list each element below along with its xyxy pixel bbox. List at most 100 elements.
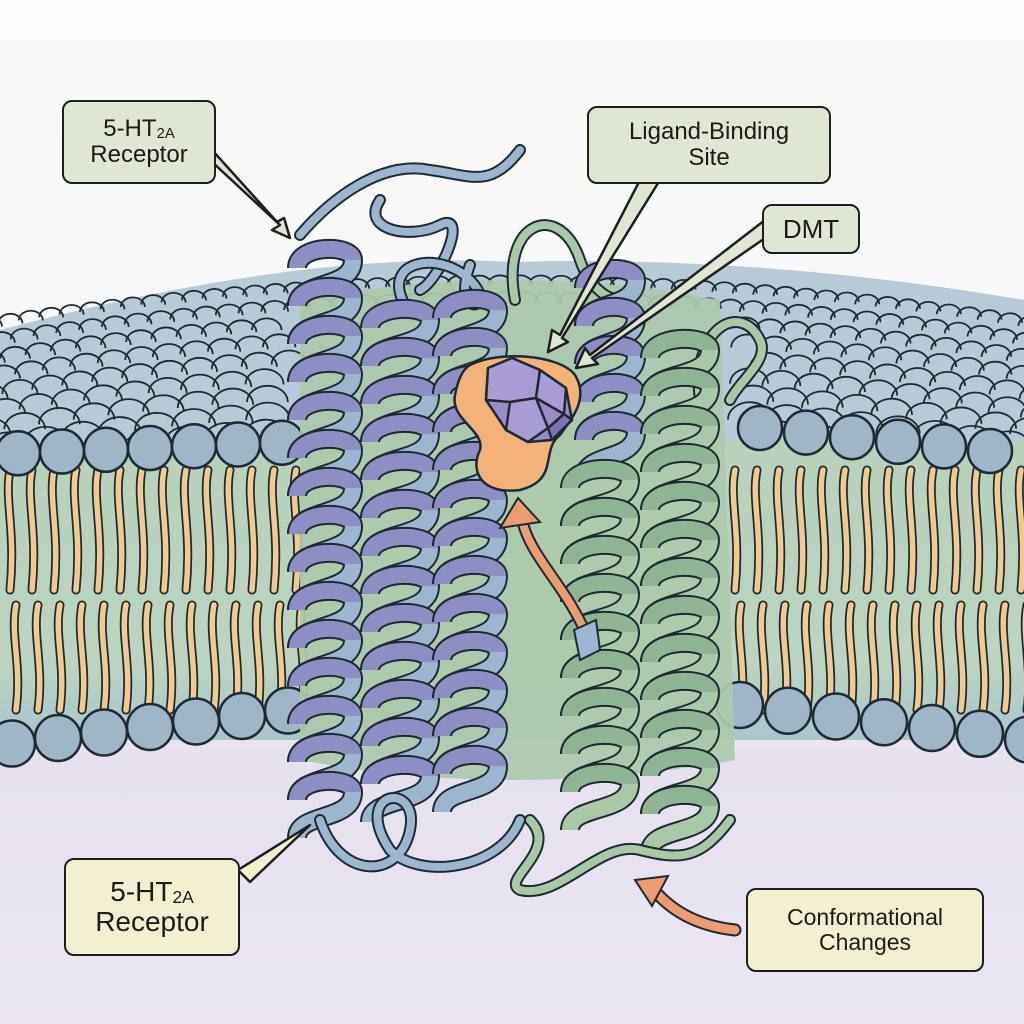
lipid-head-arc <box>134 411 180 431</box>
lipid-head <box>217 691 267 741</box>
lipid-head <box>782 409 830 456</box>
lipid-tail-fill <box>209 602 219 713</box>
helix-back <box>362 680 438 710</box>
lipid-tail-fill <box>159 467 169 593</box>
lipid-head-arc <box>151 359 189 375</box>
lipid-tail-fill <box>862 467 872 593</box>
lipid-head-arc <box>208 404 254 424</box>
lipid-head-arc <box>140 294 167 305</box>
lipid-head-arc <box>125 329 157 343</box>
helix-back <box>642 444 718 474</box>
label-line-1: Conformational <box>787 904 943 931</box>
lipid-tail-fill <box>890 602 900 713</box>
lipid-tails <box>3 465 1024 715</box>
lipid-head-arc <box>79 301 105 313</box>
lipid-tail-fill <box>868 602 878 713</box>
helix-back <box>434 670 506 700</box>
lipid-head-arc <box>987 396 1024 413</box>
lipid-head-arc <box>121 363 159 379</box>
lipid-head-arc <box>171 408 217 427</box>
lipid-head-arc <box>364 277 391 288</box>
lipid-head-arc <box>0 352 6 363</box>
upper-leaflet-heads <box>0 404 1014 477</box>
helix-back <box>642 596 718 626</box>
conformational-arrow-icon <box>633 874 742 937</box>
lipid-head-arc <box>0 345 31 359</box>
lipid-head-arc <box>146 310 176 322</box>
helix-back <box>642 672 718 702</box>
helix-back <box>642 558 718 588</box>
label-line-2: Receptor <box>95 906 209 937</box>
lipid-head <box>874 418 922 466</box>
helix-back <box>434 290 506 320</box>
lipid-head-arc <box>38 306 65 318</box>
helix-back <box>289 316 361 346</box>
helix-back <box>562 460 638 490</box>
lipid-head-arc <box>192 305 221 318</box>
lipid-tail-fill <box>752 467 762 593</box>
lipid-tail-fill <box>912 602 922 713</box>
callout-pointers <box>208 148 770 884</box>
helix-back <box>642 634 718 664</box>
lipid-head-arc <box>237 301 267 314</box>
lipid-tail-fill <box>181 467 191 593</box>
helix-back <box>642 406 718 436</box>
lipid-head <box>125 702 175 752</box>
lipid-head-arc <box>200 321 233 335</box>
helix-back <box>434 518 506 548</box>
lipid-head-arc <box>242 284 269 296</box>
lower-leaflet-heads <box>0 680 1024 768</box>
lipid-tail-fill <box>978 602 988 713</box>
lipid-head-arc <box>107 398 151 416</box>
lipid-head-arc <box>225 319 258 333</box>
lipid-head <box>736 404 784 452</box>
helix-back <box>362 300 438 330</box>
label-conformational-changes: Conformational Changes <box>746 888 984 972</box>
lipid-head-arc <box>1009 417 1024 435</box>
helix-back <box>576 298 644 328</box>
lipid-head-arc <box>181 289 207 301</box>
lipid-tail-fill <box>758 602 768 713</box>
lipid-head-arc <box>234 335 269 350</box>
lipid-head-arc <box>179 340 214 355</box>
lipid-tail-fill <box>165 602 175 713</box>
lipid-head <box>1003 715 1024 764</box>
lipid-head-arc <box>939 406 983 424</box>
helix-back <box>434 328 506 358</box>
activation-arrow-icon <box>498 496 602 662</box>
helix-back <box>289 772 361 802</box>
helix-front <box>642 804 718 854</box>
lipid-tail-fill <box>203 467 213 593</box>
lipid-head-arc <box>100 332 132 346</box>
helix-back <box>576 374 644 404</box>
lipid-head <box>920 423 968 470</box>
lipid-tail-fill <box>846 602 856 713</box>
lipid-head-arc <box>1 378 39 395</box>
lipid-tail-fill <box>121 602 131 713</box>
helix-back <box>642 748 718 778</box>
helix-back <box>362 642 438 672</box>
lipid-head-arc <box>150 326 182 340</box>
helix-front <box>434 764 506 814</box>
lipid-head-arc <box>176 390 220 409</box>
lipid-tail-fill <box>33 602 43 713</box>
helix-back <box>289 658 361 688</box>
helix-back <box>362 566 438 596</box>
helix-back <box>434 632 506 662</box>
lipid-head-arc <box>14 360 49 375</box>
lipid-tail-fill <box>884 467 894 593</box>
lipid-head <box>859 698 909 747</box>
helix-back <box>289 506 361 536</box>
lipid-head-arc <box>260 299 290 312</box>
lipid-head-arc <box>0 385 9 399</box>
helix-back <box>434 708 506 738</box>
lipid-head <box>966 427 1014 475</box>
lipid-tail-fill <box>247 467 257 593</box>
label-line-1: DMT <box>782 213 840 244</box>
label-5ht2a-receptor-top: 5-HT2A Receptor <box>62 100 216 184</box>
lipid-head-arc <box>61 370 99 386</box>
lipid-head-arc <box>1005 364 1024 379</box>
lipid-head-arc <box>18 393 59 410</box>
lipid-head-arc <box>142 394 185 412</box>
